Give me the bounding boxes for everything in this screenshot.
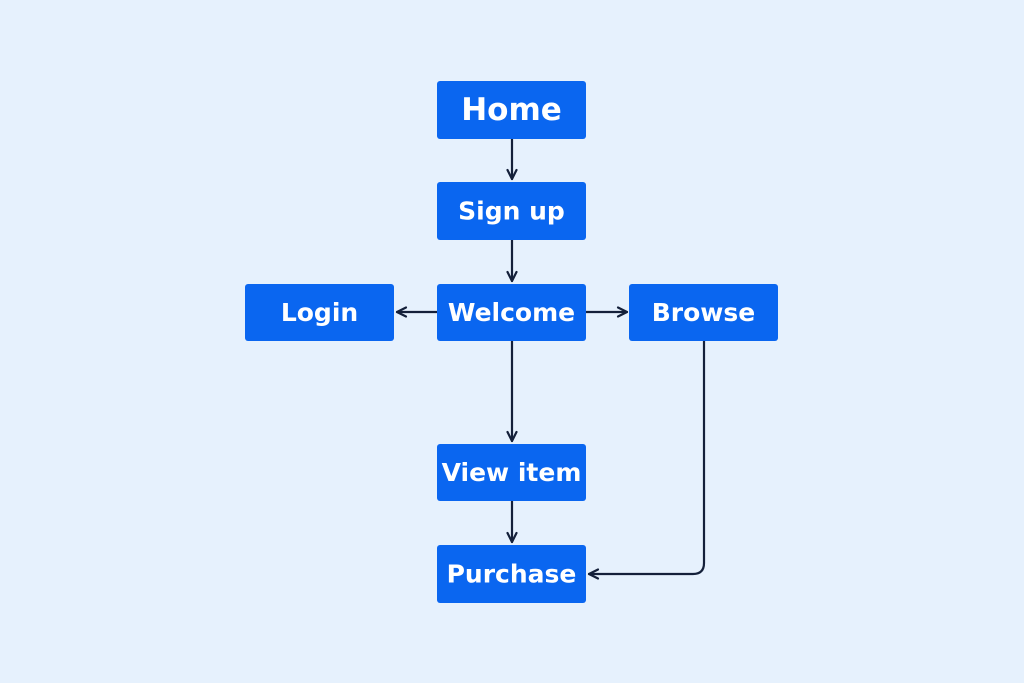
node-welcome-box (437, 284, 586, 341)
node-home[interactable]: Home (437, 81, 586, 139)
node-home-box (437, 81, 586, 139)
node-login[interactable]: Login (245, 284, 394, 341)
node-signup[interactable]: Sign up (437, 182, 586, 240)
edge-browse-to-purchase (587, 339, 706, 580)
connectors (395, 137, 706, 580)
node-signup-label: Sign up (458, 197, 565, 226)
node-view-item-box (437, 444, 586, 501)
node-purchase[interactable]: Purchase (437, 545, 586, 603)
node-signup-box (437, 182, 586, 240)
node-login-box (245, 284, 394, 341)
node-browse-label: Browse (652, 298, 756, 327)
node-home-label: Home (461, 92, 562, 128)
node-view-item-label: View item (442, 458, 582, 487)
node-browse[interactable]: Browse (629, 284, 778, 341)
node-purchase-label: Purchase (447, 560, 577, 589)
node-purchase-box (437, 545, 586, 603)
node-browse-box (629, 284, 778, 341)
node-login-label: Login (281, 298, 358, 327)
node-view-item[interactable]: View item (437, 444, 586, 501)
node-welcome-label: Welcome (448, 298, 575, 327)
node-welcome[interactable]: Welcome (437, 284, 586, 341)
